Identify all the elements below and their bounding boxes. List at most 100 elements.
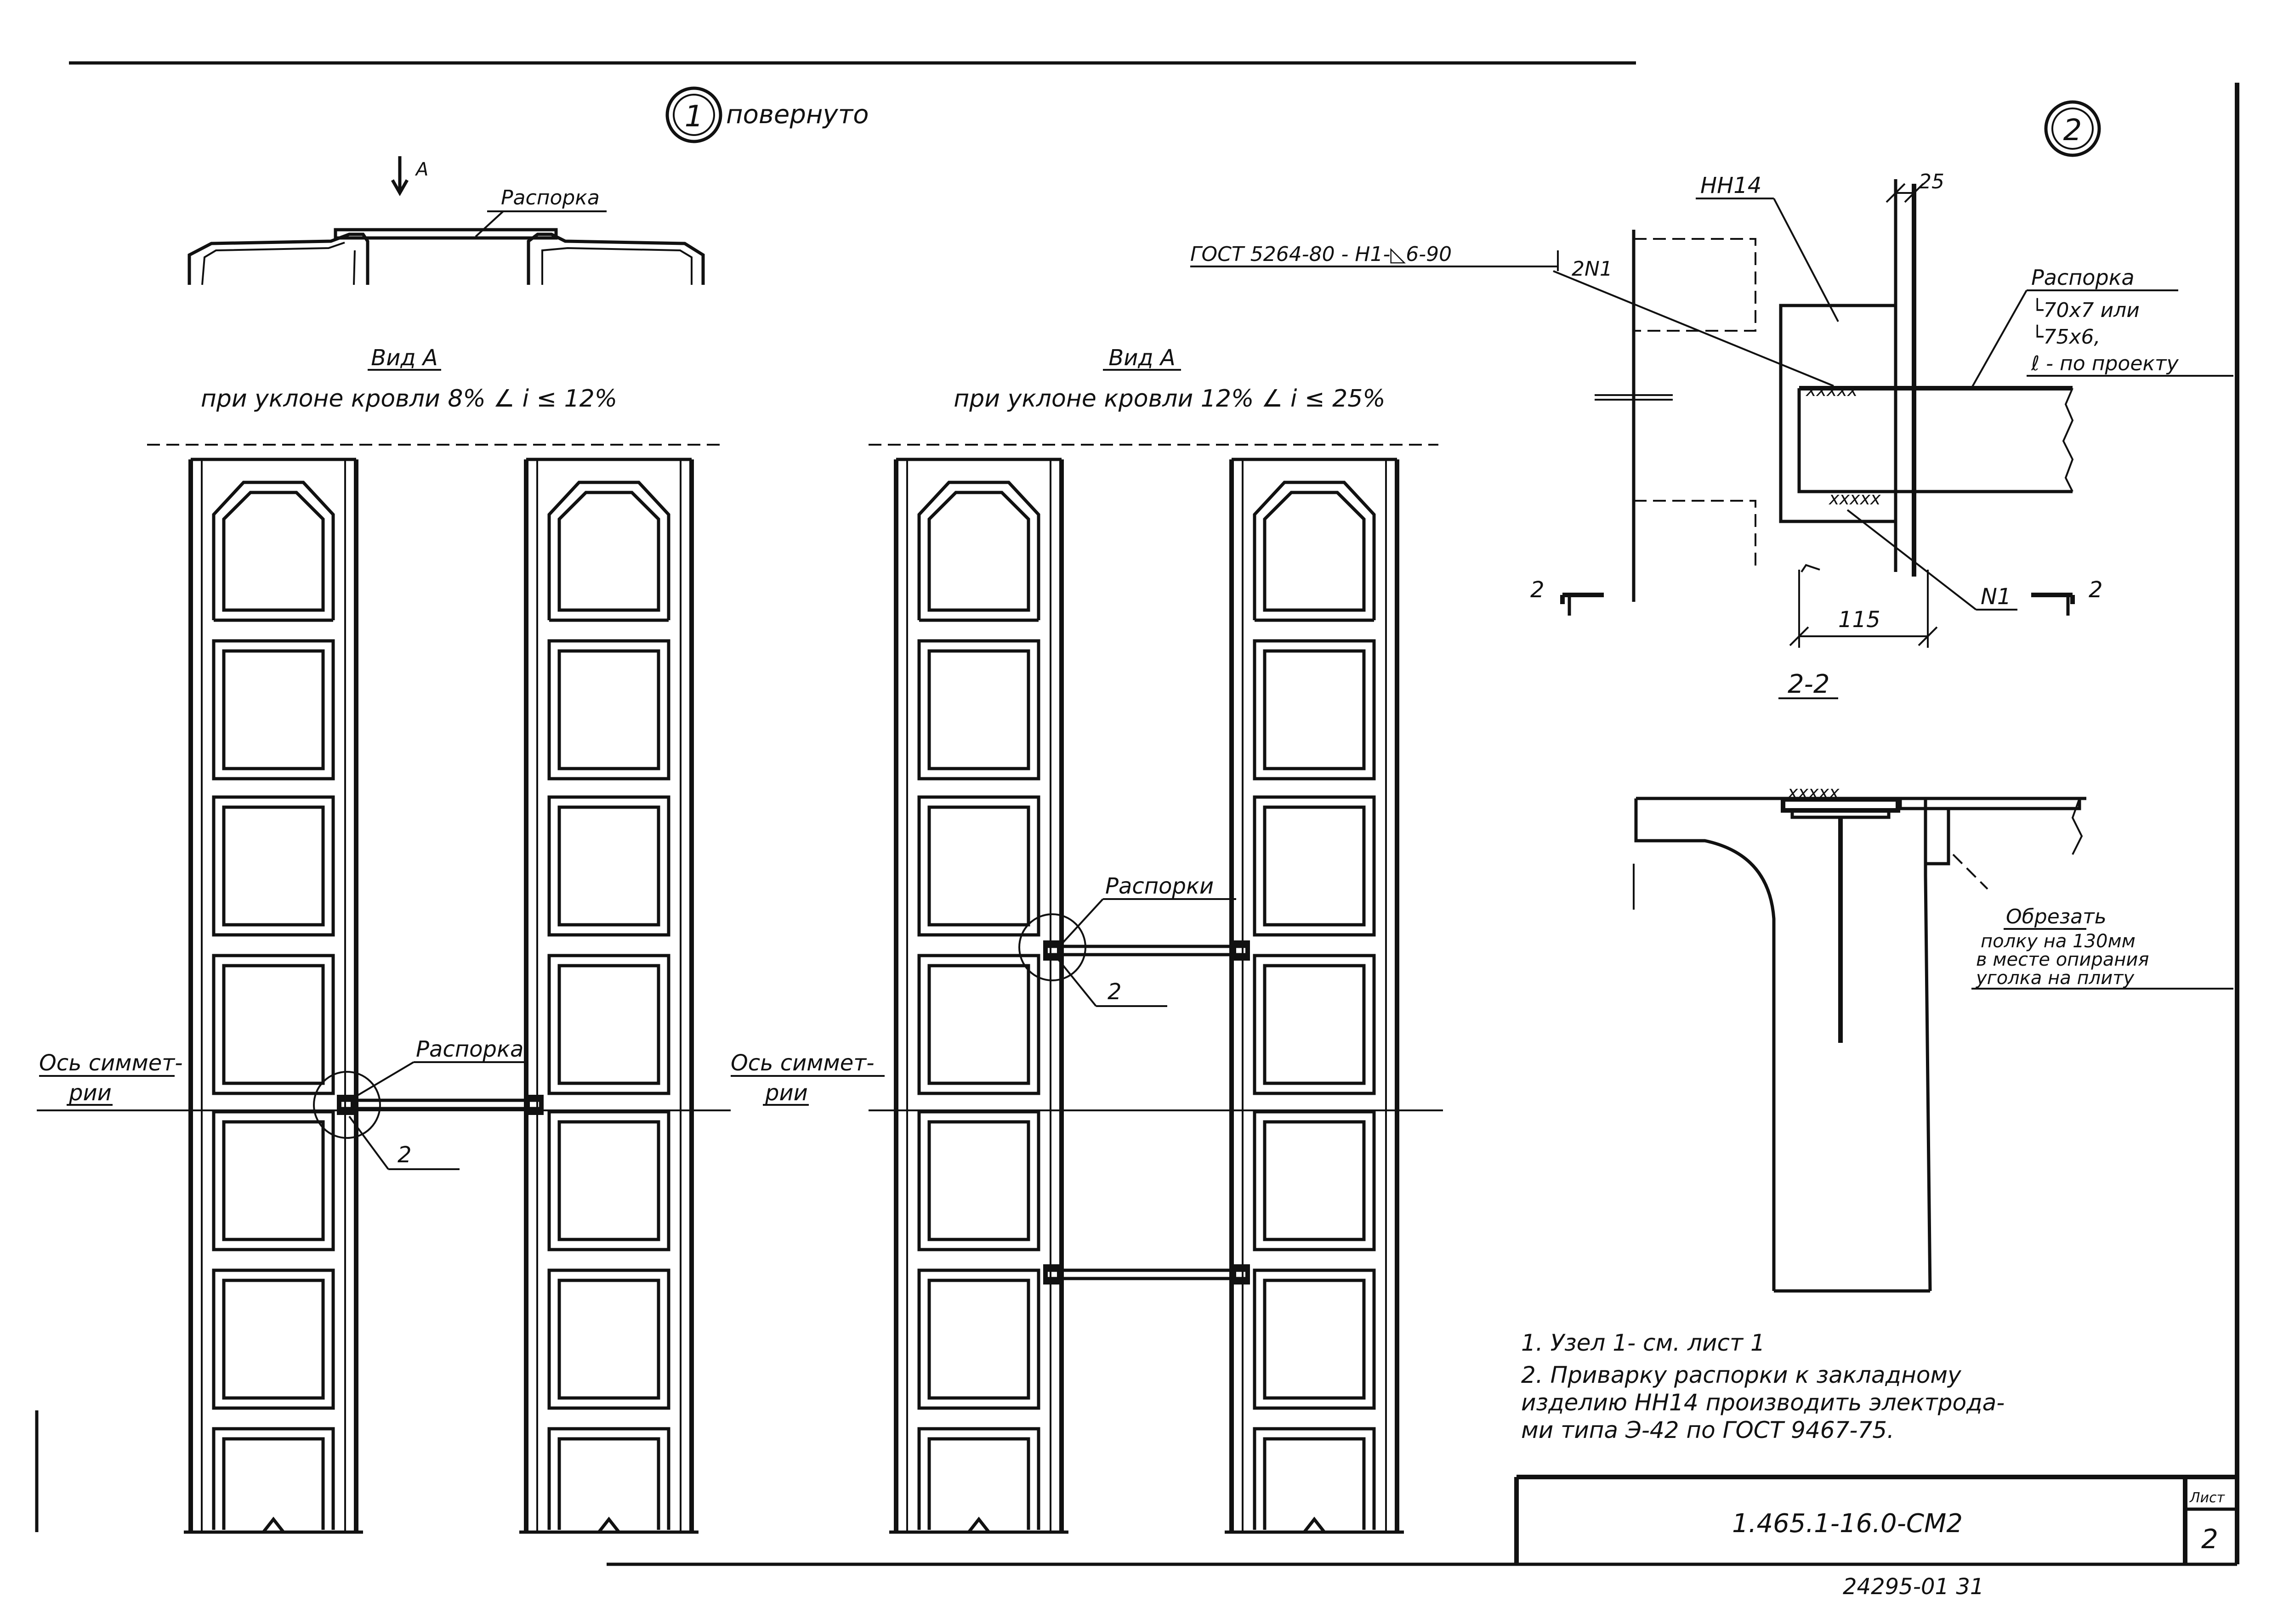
section-title: 2-2 (1788, 669, 1829, 699)
slab-cell (917, 1268, 1040, 1410)
slab-notch (262, 1516, 285, 1533)
slab-cell (1253, 481, 1376, 620)
slab-cell (212, 954, 335, 1095)
slab-cell (917, 1427, 1040, 1530)
weld-mark: 2N1 (1572, 257, 1613, 281)
slab-cell (917, 639, 1040, 781)
slab-cell-inner (927, 964, 1030, 1085)
title-code: 1.465.1-16.0-СМ2 (1732, 1509, 1963, 1539)
node-2-detail: 2 xxxxx xxxxx НН14 25 ГОСТ 5264-80 - Н1-… (1190, 100, 2233, 699)
brace-spec-2: └75x6, (2031, 324, 2101, 349)
slab-cell (1253, 1110, 1376, 1251)
slab-cell-inner (927, 491, 1030, 612)
slab-cell-inner (927, 1279, 1030, 1400)
weld-section: xxxxx (1787, 782, 1840, 803)
plan-arrow-label: А (415, 159, 428, 180)
note-line-4: ми типа Э-42 по ГОСТ 9467-75. (1521, 1417, 1894, 1443)
slab-cell (917, 795, 1040, 937)
view-left-subtitle: при уклоне кровли 8% ∠ i ≤ 12% (201, 385, 617, 413)
slab-cell (547, 795, 670, 937)
section-note-1: Обрезать (2006, 905, 2107, 928)
sheet-frame (35, 61, 2239, 1566)
slab-cell (1253, 1427, 1376, 1530)
slab-cell (917, 481, 1040, 620)
slab-cell (212, 795, 335, 937)
brace-label: Распорка (2031, 265, 2135, 290)
slab-cell (1253, 795, 1376, 937)
slab-cell-inner (222, 491, 325, 612)
slab-cell-inner (222, 805, 325, 927)
slab-notch (1303, 1516, 1326, 1533)
slab-cell-inner (222, 649, 325, 770)
ribbed-slab-1 (184, 458, 363, 1534)
slab-cell-inner (557, 1120, 660, 1241)
view-right-axis-label-2: рии (765, 1080, 808, 1106)
view-right-axis-label: Ось симмет- (731, 1050, 875, 1076)
view-left-title: Вид А (371, 345, 437, 371)
slab-cell-inner (1263, 1279, 1366, 1400)
slab-cell-inner (222, 964, 325, 1085)
section-2-2: xxxxx Обрезать полку на 130мм в месте оп… (1633, 782, 2233, 1293)
n1-label: N1 (1981, 584, 2011, 610)
view-left-node-ref: 2 (398, 1142, 412, 1168)
slab-cell-inner (927, 649, 1030, 770)
slab-cell-inner (1263, 1437, 1366, 1530)
embedded-label: НН14 (1700, 173, 1761, 198)
slab-cell (917, 954, 1040, 1095)
node-1-title: повернуто (726, 100, 869, 130)
note-line-3: изделию НН14 производить электрода- (1521, 1389, 2005, 1416)
slab-notch (967, 1516, 990, 1533)
slab-cell-inner (222, 1279, 325, 1400)
dim-bottom: 115 (1838, 607, 1880, 633)
view-right-subtitle: при уклоне кровли 12% ∠ i ≤ 25% (954, 385, 1385, 413)
note-line-1: 1. Узел 1- см. лист 1 (1521, 1330, 1765, 1356)
plan-sketch: А Распорка (187, 156, 705, 285)
note-line-2: 2. Приварку распорки к закладному (1521, 1362, 1962, 1388)
node-1-header: 1 повернуто (665, 86, 869, 143)
sheet-label: Лист (2189, 1490, 2226, 1506)
weld-top: xxxxx (1806, 380, 1858, 400)
slab-cell-inner (557, 1279, 660, 1400)
slab-cell-inner (557, 1437, 660, 1530)
node-1-number: 1 (685, 100, 704, 134)
weld-bottom: xxxxx (1829, 488, 1881, 509)
slab-cell (547, 1110, 670, 1251)
slab-cell-inner (927, 805, 1030, 927)
view-left-heading: Вид А при уклоне кровли 8% ∠ i ≤ 12% (201, 345, 617, 413)
ribbed-slab-3 (889, 458, 1068, 1534)
slab-cell (1253, 1268, 1376, 1410)
slab-cell (1253, 954, 1376, 1095)
view-right-node-ref: 2 (1108, 979, 1122, 1005)
brace-spec-1: └70x7 или (2031, 298, 2140, 322)
view-left-axis-label-2: рии (68, 1080, 112, 1106)
section-note-2: полку на 130мм (1981, 931, 2136, 952)
node-2-number: 2 (2063, 113, 2082, 147)
dim-top: 25 (1919, 170, 1944, 193)
slab-cell (917, 1110, 1040, 1251)
slab-cell-inner (1263, 649, 1366, 770)
slab-cell-inner (927, 1437, 1030, 1530)
slab-cell-inner (1263, 1120, 1366, 1241)
slab-cell-inner (927, 1120, 1030, 1241)
slab-cell-inner (1263, 964, 1366, 1085)
slab-cell (547, 481, 670, 620)
slab-cell (547, 1268, 670, 1410)
slab-cell (1253, 639, 1376, 781)
cut-mark-left: 2 (1530, 577, 1545, 603)
view-right-brace-label: Распорки (1105, 873, 1214, 899)
slab-cell-inner (557, 649, 660, 770)
slab-cell (212, 1268, 335, 1410)
weld-note: ГОСТ 5264-80 - Н1-◺6-90 (1190, 243, 1452, 266)
slab-cell-inner (222, 1120, 325, 1241)
slab-cell (212, 481, 335, 620)
slab-cell (212, 1427, 335, 1530)
slab-cell (547, 1427, 670, 1530)
slab-cell-inner (557, 964, 660, 1085)
title-block: 1.465.1-16.0-СМ2 Лист 2 (1514, 1475, 2237, 1564)
view-left-axis-label: Ось симмет- (39, 1050, 183, 1076)
section-note-4: уголка на плиту (1976, 968, 2135, 989)
slab-cell (212, 639, 335, 781)
slab-notch (597, 1516, 620, 1533)
slab-cell (547, 639, 670, 781)
plan-brace-label: Распорка (501, 186, 600, 209)
